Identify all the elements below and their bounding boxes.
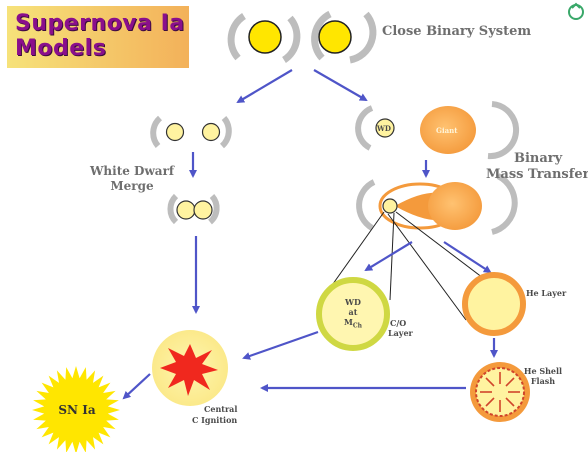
- white-dwarf-icon: [194, 201, 212, 219]
- label-close-binary: Close Binary System: [382, 24, 531, 39]
- label-binary-line1: Binary: [486, 151, 588, 167]
- orbit-arc-icon: [222, 118, 229, 146]
- label-binary-line2: Mass Transfer: [486, 167, 588, 183]
- arrow-to-sn-ia: [124, 374, 150, 398]
- label-ch-sub: Ch: [353, 323, 362, 330]
- corner-recycle-icon: [569, 4, 583, 19]
- white-dwarf-icon: [177, 201, 195, 219]
- arrow-to-wd-mch: [366, 242, 412, 270]
- label-co-layer: C/O Layer: [388, 318, 413, 338]
- orbit-arc-icon: [231, 16, 244, 58]
- label-wd-mch: WD at MCh: [335, 297, 371, 332]
- orbit-arc-icon: [358, 108, 372, 148]
- orbit-arc-icon: [350, 14, 373, 60]
- label-central-line1: Central: [192, 404, 237, 415]
- label-wd-mch-line2: at: [335, 307, 371, 317]
- label-co-line1: C/O: [388, 318, 413, 328]
- orbit-arc-icon: [492, 176, 515, 232]
- arrow-to-mass-transfer: [314, 70, 366, 100]
- orbit-arc-icon: [488, 104, 516, 156]
- star-icon: [249, 21, 281, 53]
- white-dwarf-icon: [383, 199, 397, 213]
- orbit-arc-icon: [284, 18, 297, 60]
- label-wd-mch-line3: MCh: [335, 317, 371, 332]
- label-wd-merge: White Dwarf Merge: [82, 164, 182, 194]
- he-layer-ring: [465, 275, 523, 333]
- white-dwarf-icon: [203, 124, 220, 141]
- arrow-mch-to-ignition: [244, 332, 318, 358]
- label-he-layer: He Layer: [526, 289, 566, 298]
- orbit-arc-icon: [170, 196, 176, 222]
- label-he-shell-line2: Flash: [520, 376, 566, 386]
- close-binary-system: [231, 14, 373, 60]
- label-central-line2: C Ignition: [192, 415, 237, 426]
- orbit-arc-icon: [359, 182, 374, 228]
- white-dwarf-pair: [153, 118, 229, 146]
- label-wd-mch-line1: WD: [335, 297, 371, 307]
- label-he-shell-flash: He Shell Flash: [520, 366, 566, 386]
- label-giant: Giant: [436, 126, 458, 135]
- label-central-ignition: Central C Ignition: [192, 404, 237, 426]
- label-co-line2: Layer: [388, 328, 413, 338]
- label-he-shell-line1: He Shell: [520, 366, 566, 376]
- star-icon: [319, 21, 351, 53]
- label-wd-merge-line2: Merge: [82, 179, 182, 194]
- label-wd-small: WD: [377, 124, 391, 133]
- label-m: M: [344, 317, 353, 327]
- giant-star-icon: [428, 182, 482, 230]
- arrow-to-wd-merge: [238, 70, 292, 102]
- arrow-to-he-layer: [444, 242, 490, 272]
- he-layer-star: [465, 275, 523, 333]
- label-sn-ia: SN Ia: [52, 403, 102, 417]
- merging-white-dwarfs: [170, 196, 216, 222]
- mass-transfer-system: [359, 176, 515, 232]
- white-dwarf-icon: [167, 124, 184, 141]
- orbit-arc-icon: [153, 118, 160, 146]
- label-binary-mass-transfer: Binary Mass Transfer: [486, 151, 588, 183]
- central-c-ignition: [152, 330, 228, 406]
- label-wd-merge-line1: White Dwarf: [82, 164, 182, 179]
